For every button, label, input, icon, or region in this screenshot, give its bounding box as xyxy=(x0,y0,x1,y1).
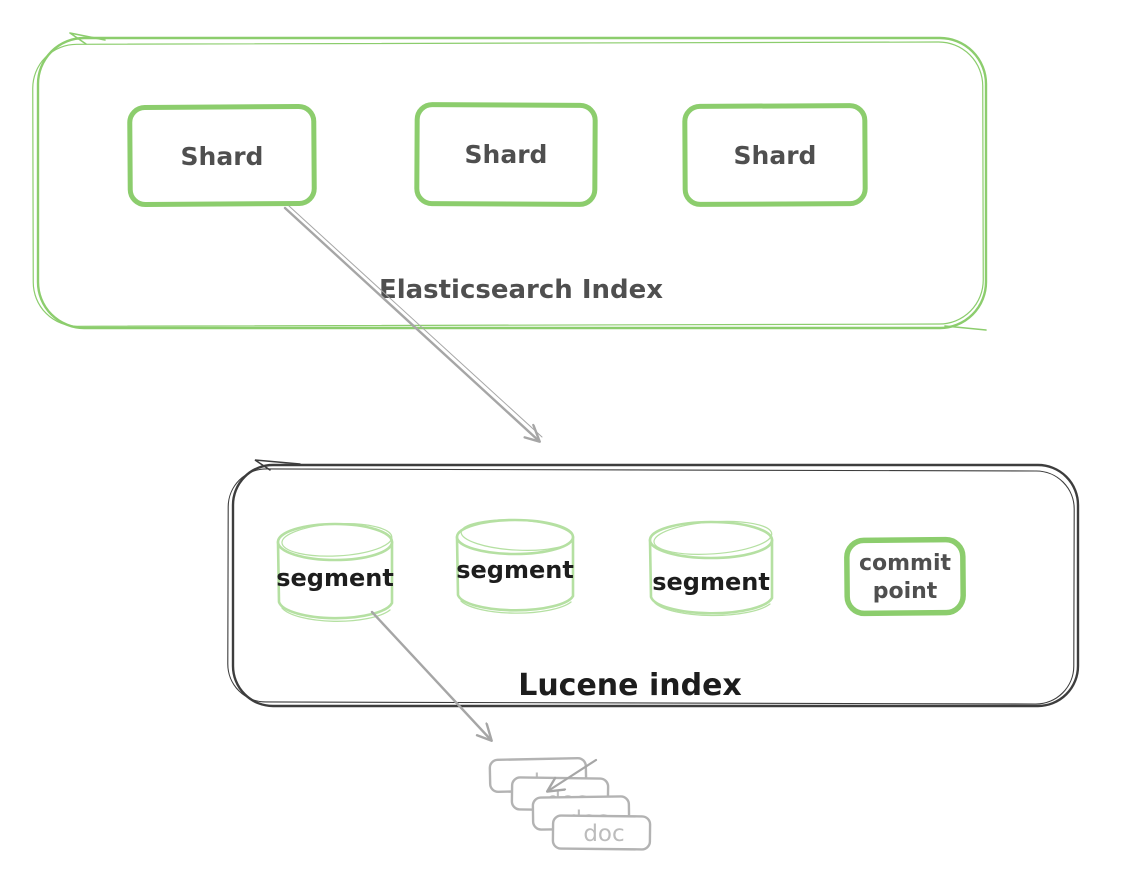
sketch-flick xyxy=(254,459,301,471)
segment-cylinder-1-top-sketch xyxy=(281,523,393,557)
lucene-index-box-outline-sketch xyxy=(227,468,1075,705)
segment-cylinder-1: segment xyxy=(276,522,394,622)
shard-label-2: Shard xyxy=(465,140,548,169)
segment-label-3: segment xyxy=(652,568,770,596)
segment-cylinder-1-bottom-sketch xyxy=(281,607,391,622)
segment-cylinder-2-top xyxy=(455,518,575,556)
arrow-segment-to-docs xyxy=(370,610,491,740)
shard-box-2-outline xyxy=(414,102,598,207)
shard-box-3-outline xyxy=(682,103,868,207)
arrow-segment-to-docs-line xyxy=(370,610,491,740)
arrow-shard-to-lucene-line xyxy=(283,206,539,441)
segment-cylinder-3-top xyxy=(648,520,774,560)
sketch-flick xyxy=(944,325,987,331)
arrow-into-doc-stack xyxy=(548,758,598,791)
doc-stack: doc doc doc doc xyxy=(488,756,652,851)
shard-box-1: Shard xyxy=(127,103,317,208)
shard-box-3: Shard xyxy=(682,103,868,207)
arrow-shard-to-lucene-sketch xyxy=(288,205,543,438)
elasticsearch-index-box-outline-sketch xyxy=(32,41,984,327)
commit-point-label-line1: commit xyxy=(859,551,952,576)
arrow-shard-to-lucene xyxy=(283,205,543,441)
lucene-index-box xyxy=(227,459,1080,708)
lucene-index-label: Lucene index xyxy=(518,668,742,703)
segment-cylinder-2-bottom-sketch xyxy=(460,600,572,614)
elasticsearch-index-label: Elasticsearch Index xyxy=(379,275,663,305)
segment-cylinder-3: segment xyxy=(648,520,774,617)
sketch-flick xyxy=(69,32,106,45)
segment-label-1: segment xyxy=(276,564,394,592)
commit-point-label-line2: point xyxy=(873,579,938,604)
doc-box-4: doc xyxy=(551,814,652,851)
segment-cylinder-1-body xyxy=(276,540,394,620)
segment-cylinder-2-top-sketch xyxy=(460,519,574,551)
commit-point-box: commit point xyxy=(844,536,966,617)
segment-cylinder-2: segment xyxy=(455,518,575,614)
elasticsearch-index-box xyxy=(32,32,988,331)
doc-box-4-outline xyxy=(551,814,652,851)
shard-label-1: Shard xyxy=(181,142,264,171)
segment-cylinder-3-top-sketch xyxy=(653,520,773,555)
segment-cylinder-3-bottom-sketch xyxy=(654,602,771,617)
shard-box-1-outline xyxy=(127,103,317,208)
segment-cylinder-2-body xyxy=(455,535,575,612)
commit-point-box-outline xyxy=(844,536,966,617)
elasticsearch-index-box-outline xyxy=(36,36,988,330)
doc-label-4: doc xyxy=(583,821,624,847)
lucene-index-box-outline xyxy=(231,463,1080,708)
shard-box-2: Shard xyxy=(414,102,598,207)
segment-cylinder-3-body xyxy=(648,538,774,615)
segment-label-2: segment xyxy=(456,556,574,584)
shard-label-3: Shard xyxy=(734,141,817,170)
segment-cylinder-1-top xyxy=(276,522,394,562)
